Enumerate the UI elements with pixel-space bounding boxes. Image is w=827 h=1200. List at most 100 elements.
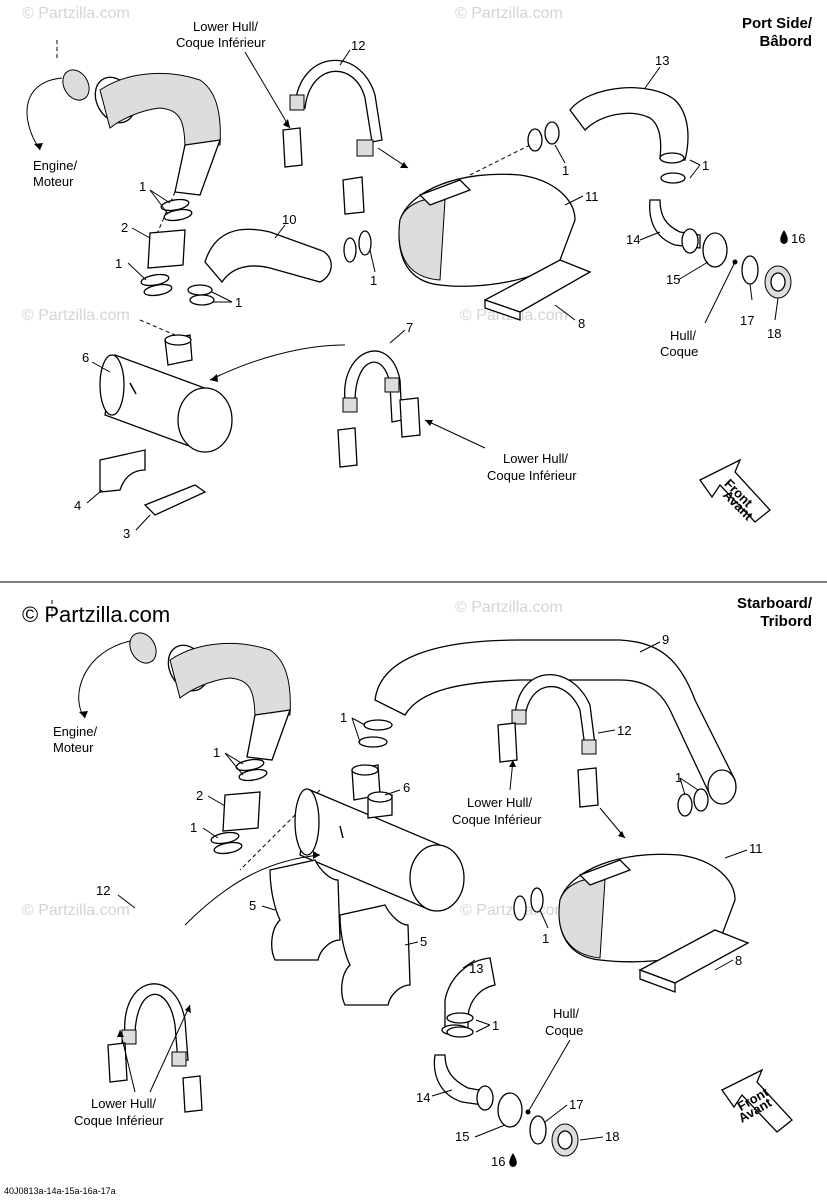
clamp xyxy=(446,1012,474,1038)
port-section: Port Side/ Bâbord Engine/ Moteur 1 2 xyxy=(26,15,813,541)
connector-arrow xyxy=(184,854,321,926)
callout-leader xyxy=(689,159,701,179)
callout-16: 16 xyxy=(491,1154,505,1169)
lower-hull-label: Lower Hull/ xyxy=(503,451,568,466)
callout-12: 12 xyxy=(96,883,110,898)
lower-hull-label: Coque Inférieur xyxy=(74,1113,164,1128)
callout-1: 1 xyxy=(213,745,220,760)
clamp xyxy=(343,230,372,263)
callout-leader xyxy=(554,304,576,321)
hull-label: Coque xyxy=(545,1023,583,1038)
clamp xyxy=(140,273,173,297)
drop-icon xyxy=(780,230,788,244)
pad-3 xyxy=(143,484,207,516)
hose-13 xyxy=(569,87,689,161)
callout-leader xyxy=(474,1124,506,1138)
strap-12 xyxy=(107,983,203,1113)
hose-10 xyxy=(204,228,332,284)
callout-leader xyxy=(369,249,376,273)
callout-6: 6 xyxy=(403,780,410,795)
port-title-line2: Bâbord xyxy=(760,33,813,50)
callout-1: 1 xyxy=(562,163,569,178)
nut-18 xyxy=(764,265,792,299)
strap-7 xyxy=(337,350,421,468)
callout-leader xyxy=(224,752,244,776)
callout-leader xyxy=(131,227,151,239)
callout-leader xyxy=(774,297,779,321)
callout-leader xyxy=(117,894,136,909)
callout-leader xyxy=(527,1039,571,1113)
callout-leader xyxy=(724,849,748,859)
callout-2: 2 xyxy=(121,220,128,235)
starboard-title-line1: Starboard/ xyxy=(737,595,813,612)
lower-hull-label: Lower Hull/ xyxy=(91,1096,156,1111)
lower-hull-label: Lower Hull/ xyxy=(467,795,532,810)
engine-label: Engine/ xyxy=(53,724,97,739)
engine-label: Engine/ xyxy=(33,158,77,173)
callout-11: 11 xyxy=(749,841,763,856)
callout-leader xyxy=(424,419,486,449)
callout-1: 1 xyxy=(675,770,682,785)
callout-leader xyxy=(644,66,661,89)
callout-leader xyxy=(119,1029,136,1093)
callout-leader xyxy=(404,941,419,946)
callout-leader xyxy=(351,717,366,743)
callout-leader xyxy=(564,195,584,206)
callout-15: 15 xyxy=(666,272,680,287)
callout-1: 1 xyxy=(542,931,549,946)
engine-arrow xyxy=(26,77,63,151)
starboard-title-line2: Tribord xyxy=(760,613,812,630)
exhaust-manifold xyxy=(62,69,221,251)
callout-leader xyxy=(639,231,661,241)
strap-12 xyxy=(497,673,599,808)
connector xyxy=(239,789,321,871)
callout-leader xyxy=(127,262,147,281)
watermark: © Partzilla.com xyxy=(455,599,563,616)
arrow-head xyxy=(283,119,290,128)
callout-leader xyxy=(91,361,111,373)
callout-1: 1 xyxy=(492,1018,499,1033)
callout-12: 12 xyxy=(351,38,365,53)
callout-12: 12 xyxy=(617,723,631,738)
callout-1: 1 xyxy=(190,820,197,835)
hose-9 xyxy=(374,639,736,796)
starboard-section: Starboard/ Tribord Engine/ Moteur 1 2 xyxy=(51,595,813,1169)
callout-1: 1 xyxy=(115,256,122,271)
callout-1: 1 xyxy=(235,295,242,310)
clamp xyxy=(513,887,544,921)
elbow-14 xyxy=(433,1054,491,1107)
callout-leader xyxy=(554,144,566,164)
callout-14: 14 xyxy=(416,1090,430,1105)
callout-leader xyxy=(704,261,736,324)
resonator-11 xyxy=(558,853,736,963)
ring-15 xyxy=(497,1092,523,1128)
strap-12 xyxy=(282,59,383,215)
callout-5: 5 xyxy=(249,898,256,913)
watermark: © Partzilla.com xyxy=(22,307,130,324)
callout-3: 3 xyxy=(123,526,130,541)
hull-label: Coque xyxy=(660,344,698,359)
callout-11: 11 xyxy=(585,189,599,204)
drop-icon xyxy=(509,1153,517,1167)
callout-1: 1 xyxy=(702,158,709,173)
callout-14: 14 xyxy=(626,232,640,247)
callout-leader xyxy=(579,1136,604,1141)
support-4 xyxy=(99,449,146,493)
callout-10: 10 xyxy=(282,212,296,227)
gasket-17 xyxy=(741,255,759,285)
lower-hull-label: Coque Inférieur xyxy=(487,468,577,483)
callout-8: 8 xyxy=(578,316,585,331)
lower-hull-label: Lower Hull/ xyxy=(193,19,258,34)
clamp xyxy=(659,152,686,184)
callout-leader xyxy=(462,959,476,969)
callout-18: 18 xyxy=(767,326,781,341)
connector-arrow xyxy=(209,344,346,381)
lower-hull-label: Coque Inférieur xyxy=(176,35,266,50)
callout-leader xyxy=(539,909,549,929)
callout-leader xyxy=(677,261,709,281)
watermark: © Partzilla.com xyxy=(22,902,130,919)
coupler-2 xyxy=(222,791,261,832)
arrow-head xyxy=(34,143,43,150)
gasket-17 xyxy=(529,1115,547,1145)
